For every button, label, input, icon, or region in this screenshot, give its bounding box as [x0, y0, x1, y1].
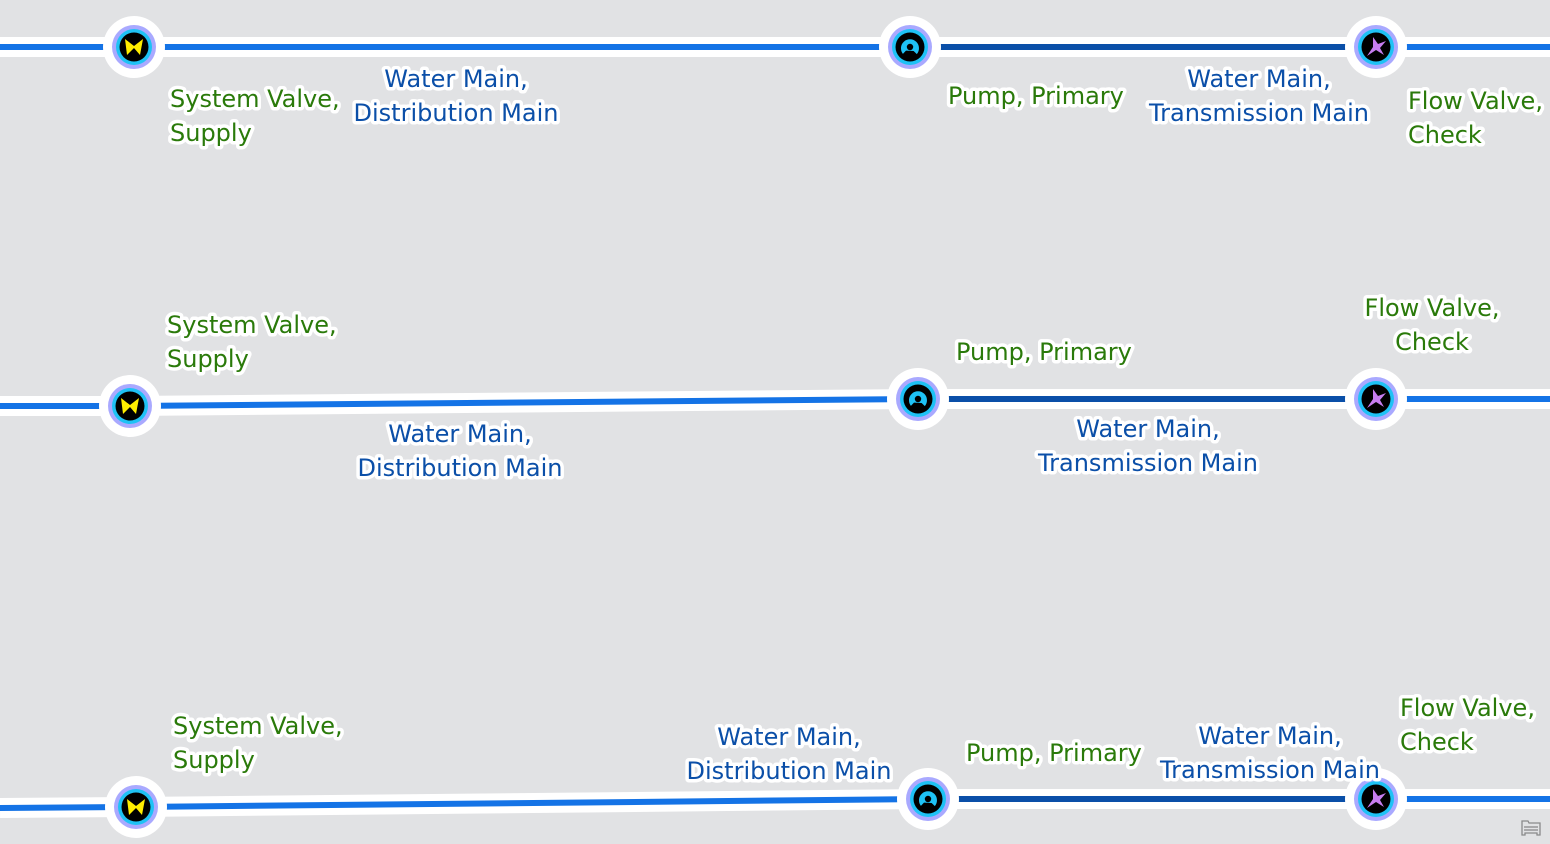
pump-label-line: Pump, Primary	[966, 739, 1142, 767]
flow-valve-label: Flow Valve, Check	[1365, 294, 1500, 356]
flow-valve-label-line: Check	[1400, 728, 1474, 756]
pump-node[interactable]	[887, 368, 949, 430]
flow-valve-label-line: Flow Valve,	[1365, 294, 1500, 322]
distribution-main-label-line: Water Main,	[388, 420, 532, 448]
system-valve-node[interactable]	[103, 16, 165, 78]
transmission-main-label-line: Water Main,	[1076, 415, 1220, 443]
pump-label-line: Pump, Primary	[948, 82, 1124, 110]
distribution-main-label-line: Distribution Main	[687, 757, 892, 785]
distribution-main-label-line: Water Main,	[384, 65, 528, 93]
flow-valve-label: Flow Valve, Check	[1400, 694, 1535, 756]
system-valve-label-line: System Valve,	[173, 712, 343, 740]
pump-label: Pump, Primary	[956, 338, 1132, 366]
flow-valve-node[interactable]	[1345, 368, 1407, 430]
diagram-row-3: System Valve, Supply Pump, Primary Flow Val…	[0, 691, 1550, 838]
diagram-row-2: System Valve, Supply Pump, Primary Flow Val…	[0, 291, 1550, 486]
flow-valve-label-line: Flow Valve,	[1400, 694, 1535, 722]
distribution-main-line[interactable]	[135, 796, 929, 810]
flow-valve-label-line: Flow Valve,	[1408, 87, 1543, 115]
flow-valve-node[interactable]	[1345, 16, 1407, 78]
transmission-main-label-line: Transmission Main	[1037, 449, 1258, 477]
system-valve-label-line: Supply	[170, 119, 252, 147]
transmission-main-label-line: Water Main,	[1187, 65, 1331, 93]
system-valve-node[interactable]	[99, 375, 161, 437]
system-valve-node[interactable]	[105, 776, 167, 838]
distribution-main-line[interactable]	[129, 396, 919, 409]
system-valve-label-line: System Valve,	[170, 85, 340, 113]
transmission-main-label: Water Main, Transmission Main	[1037, 415, 1258, 477]
diagram-row-1: System Valve, Supply Pump, Primary Flow Val…	[0, 16, 1550, 153]
distribution-main-label-line: Distribution Main	[358, 454, 563, 482]
flow-valve-label: Flow Valve, Check	[1408, 87, 1543, 149]
flow-valve-label-line: Check	[1408, 121, 1482, 149]
transmission-main-label-line: Transmission Main	[1148, 99, 1369, 127]
distribution-main-label: Water Main, Distribution Main	[354, 65, 559, 127]
legend-icon	[1521, 820, 1541, 836]
distribution-main-label-line: Distribution Main	[354, 99, 559, 127]
system-valve-label-line: Supply	[173, 746, 255, 774]
distribution-main-label: Water Main, Distribution Main	[687, 723, 892, 785]
pump-node[interactable]	[879, 16, 941, 78]
transmission-main-label-line: Water Main,	[1198, 722, 1342, 750]
system-valve-label-line: System Valve,	[167, 311, 337, 339]
flow-valve-node[interactable]	[1345, 768, 1407, 830]
transmission-main-label: Water Main, Transmission Main	[1148, 65, 1369, 127]
legend-button[interactable]	[1520, 818, 1542, 838]
distribution-main-label-line: Water Main,	[717, 723, 861, 751]
system-valve-label-line: Supply	[167, 345, 249, 373]
transmission-main-label: Water Main, Transmission Main	[1159, 722, 1380, 784]
distribution-main-label: Water Main, Distribution Main	[358, 420, 563, 482]
system-valve-label: System Valve, Supply	[167, 311, 337, 373]
flow-valve-label-line: Check	[1395, 328, 1469, 356]
transmission-main-label-line: Transmission Main	[1159, 756, 1380, 784]
pump-label: Pump, Primary	[948, 82, 1124, 110]
system-valve-label: System Valve, Supply	[170, 85, 340, 147]
pump-label-line: Pump, Primary	[956, 338, 1132, 366]
pump-node[interactable]	[897, 768, 959, 830]
system-valve-label: System Valve, Supply	[173, 712, 343, 774]
pump-label: Pump, Primary	[966, 739, 1142, 767]
